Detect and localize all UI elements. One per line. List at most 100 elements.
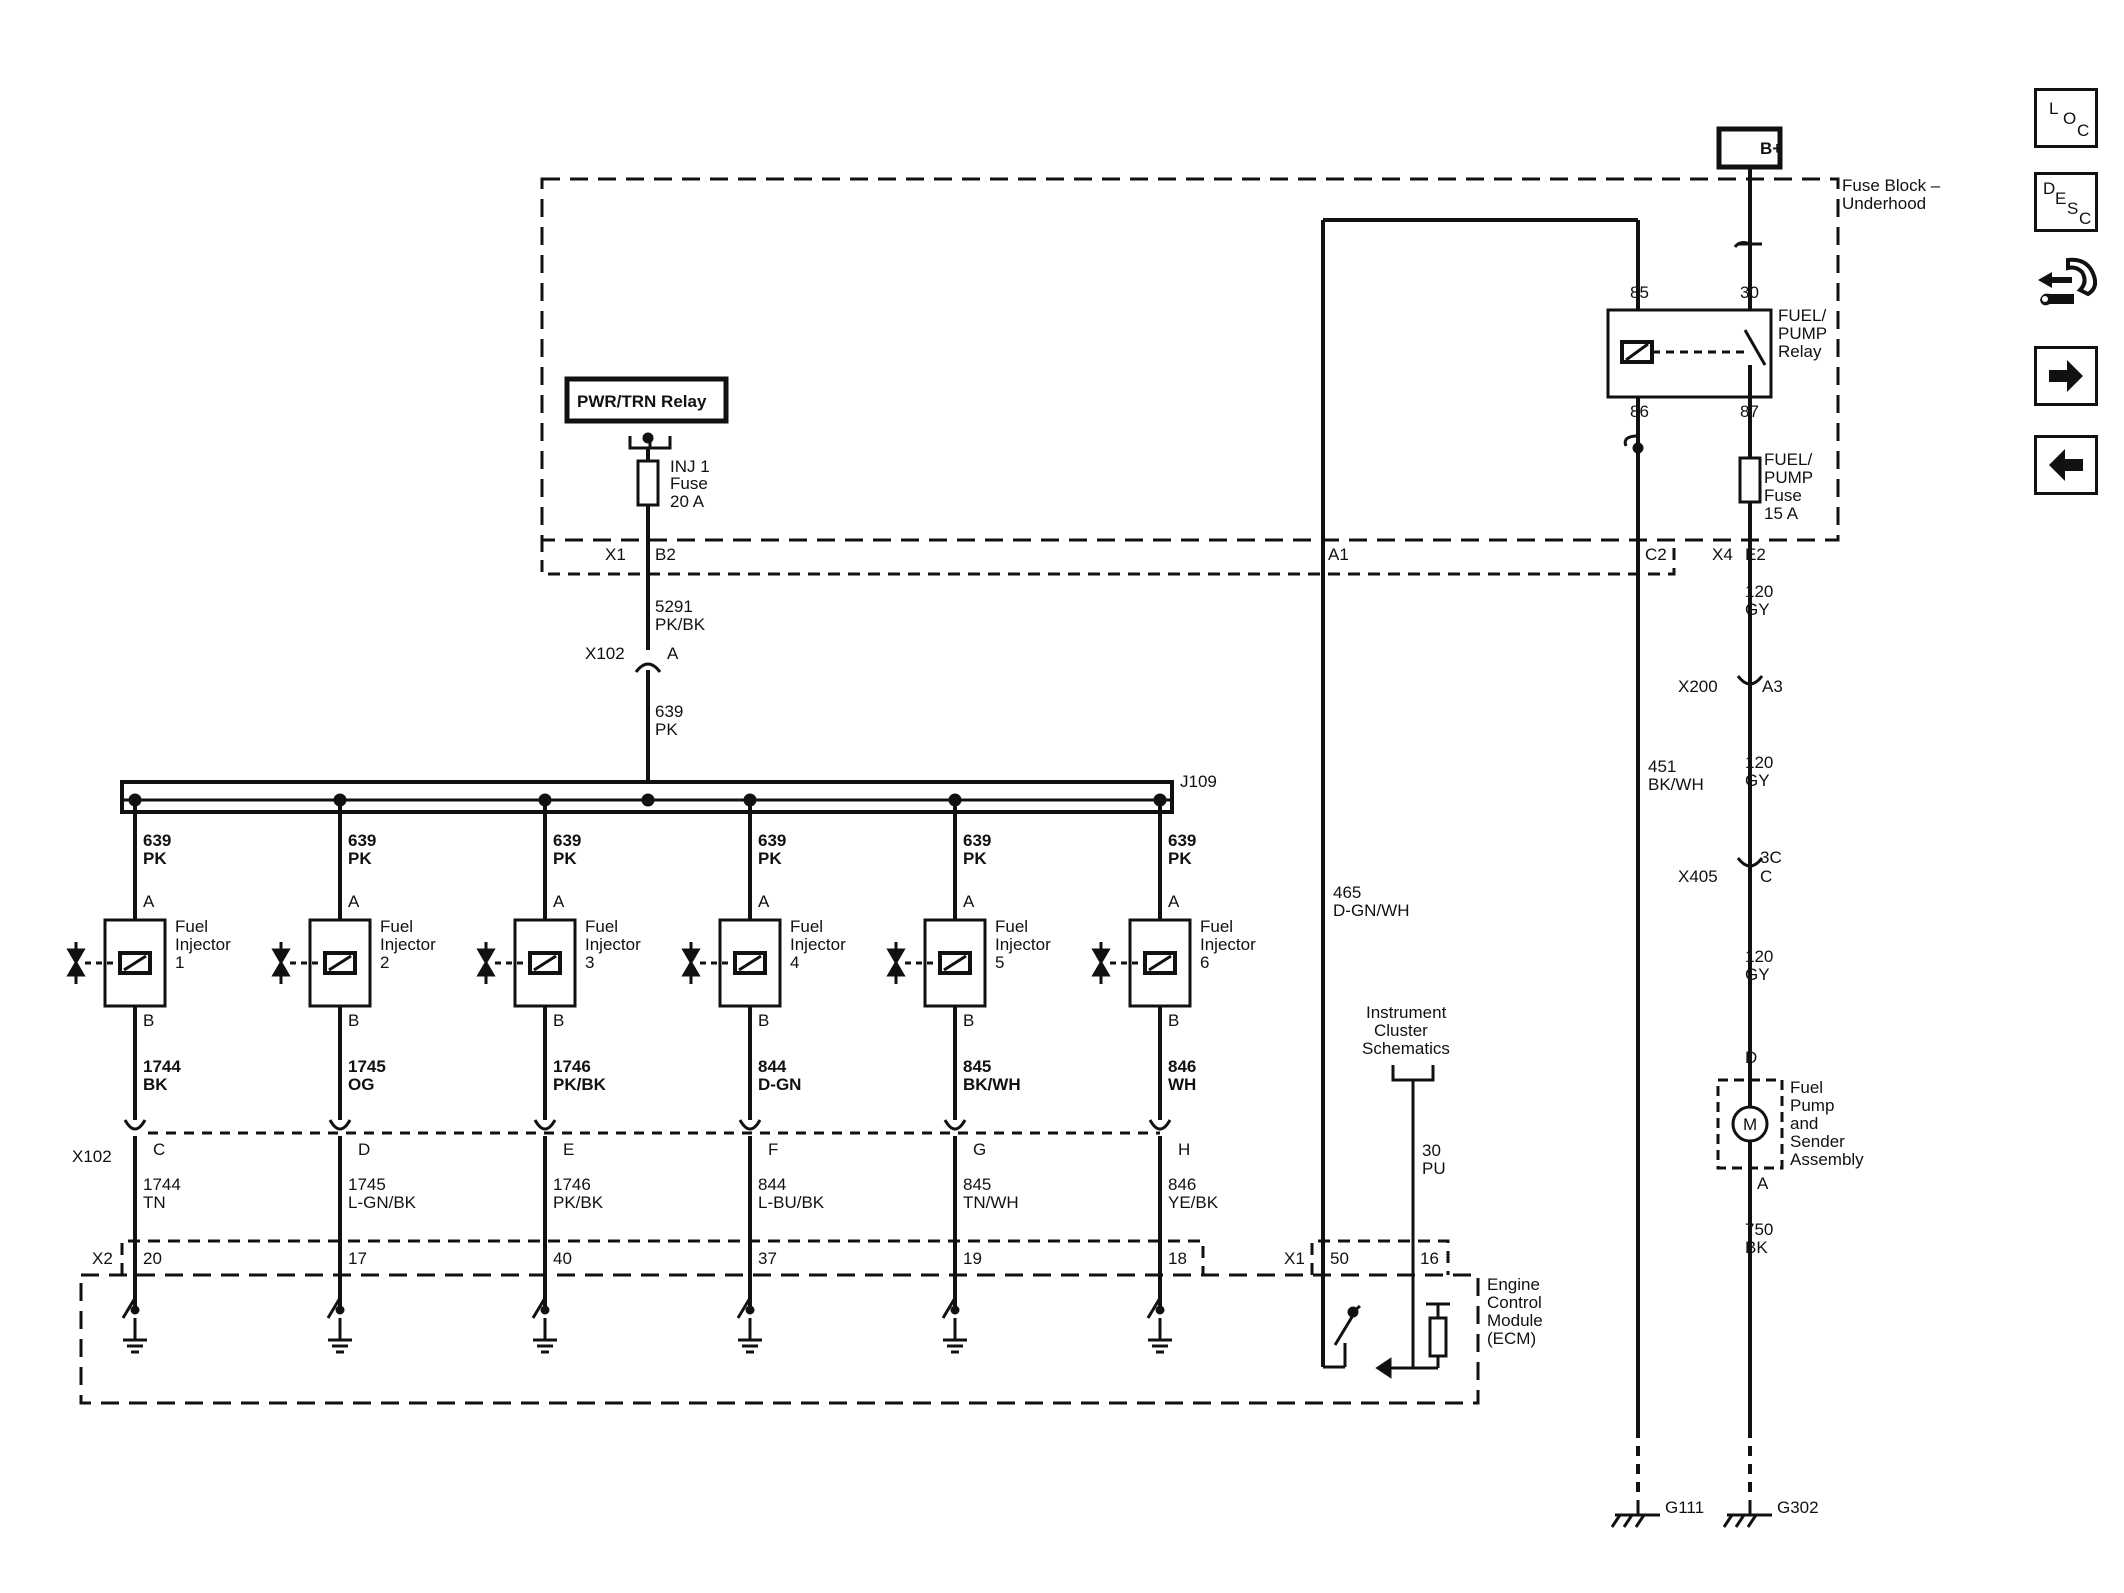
- injector-2-connector-pin: D: [358, 1140, 370, 1159]
- injector-1-top-wire-color: PK: [143, 849, 167, 868]
- x102-connector-a: [634, 662, 662, 673]
- b-plus-label: B+: [1760, 139, 1782, 158]
- fuel-pump-label-line1: Fuel: [1790, 1078, 1823, 1097]
- wire-30-number: 30: [1422, 1141, 1441, 1160]
- pwr-trn-relay-box: [564, 376, 729, 424]
- fuel-pump-pin-a-label: A: [1757, 1174, 1769, 1193]
- description-button[interactable]: D E S C: [2034, 172, 2098, 232]
- wire-750-color: BK: [1745, 1238, 1768, 1257]
- wire-5291-number: 5291: [655, 597, 693, 616]
- fuel-injector-1: [66, 793, 167, 1354]
- injector-4-name: Fuel: [790, 917, 823, 936]
- injector-2-mid-wire-color: OG: [348, 1075, 374, 1094]
- next-page-button[interactable]: [2034, 346, 2098, 406]
- injector-5-pin-a: A: [963, 892, 975, 911]
- injector-3-pin-b: B: [553, 1011, 564, 1030]
- injector-4-mid-wire-color: D-GN: [758, 1075, 801, 1094]
- previous-page-button[interactable]: [2034, 435, 2098, 495]
- instrument-cluster-label-line1: Instrument: [1366, 1003, 1447, 1022]
- x102-pin-a-label: A: [667, 644, 679, 663]
- diagnostic-procedure-button[interactable]: [2032, 252, 2102, 318]
- wire-5291-color: PK/BK: [655, 615, 706, 634]
- wire-30-color: PU: [1422, 1159, 1446, 1178]
- injector-6-mid-wire-color: WH: [1168, 1075, 1196, 1094]
- injector-5-top-wire-color: PK: [963, 849, 987, 868]
- injector-3-pin-a: A: [553, 892, 565, 911]
- wire-451-number: 451: [1648, 757, 1676, 776]
- arrow-right-icon: [2049, 360, 2083, 392]
- pin-87-label: 87: [1740, 402, 1759, 421]
- desc-letter-s: S: [2067, 199, 2079, 218]
- desc-letter-c: C: [2079, 209, 2092, 228]
- injector-6-name: Fuel: [1200, 917, 1233, 936]
- inj1-fuse-label-line1: INJ 1: [670, 457, 710, 476]
- injector-3-top-wire-number: 639: [553, 831, 581, 850]
- inj1-fuse-label-line2: Fuse: [670, 474, 708, 493]
- injector-5-bottom-wire-number: 845: [963, 1175, 991, 1194]
- ecm-label-line4: (ECM): [1487, 1329, 1536, 1348]
- fuse-block-label-line2: Underhood: [1842, 194, 1926, 213]
- pin-30-label: 30: [1740, 283, 1759, 302]
- injector-3-mid-wire-color: PK/BK: [553, 1075, 607, 1094]
- injector-4-bottom-wire-number: 844: [758, 1175, 786, 1194]
- injector-2-index: 2: [380, 953, 389, 972]
- wire-120-b-color: GY: [1745, 771, 1770, 790]
- injector-1-bottom-wire-number: 1744: [143, 1175, 181, 1194]
- pin-e2-label: E2: [1745, 545, 1766, 564]
- ecm-pullup-resistor: [1428, 1316, 1448, 1358]
- x2-connector-strip: [120, 1239, 1205, 1275]
- instrument-cluster-label-line3: Schematics: [1362, 1039, 1450, 1058]
- injector-5-connector-pin: G: [973, 1140, 986, 1159]
- injector-3-index: 3: [585, 953, 594, 972]
- ecm-label-line1: Engine: [1487, 1275, 1540, 1294]
- location-button[interactable]: L O C: [2034, 88, 2098, 148]
- injector-2-ecm-pin: 17: [348, 1249, 367, 1268]
- fuel-injector-3: [476, 793, 577, 1354]
- fuel-pump-pin-d-label: D: [1745, 1048, 1757, 1067]
- pin-a3-label: A3: [1762, 677, 1783, 696]
- fuel-injector-5: [886, 793, 987, 1354]
- loc-letter-o: O: [2063, 109, 2077, 128]
- fuel-pump-fuse-label-line2: PUMP: [1764, 468, 1813, 487]
- injector-3-name2: Injector: [585, 935, 641, 954]
- wire-639-color: PK: [655, 720, 678, 739]
- injector-3-ecm-pin: 40: [553, 1249, 572, 1268]
- injector-4-top-wire-color: PK: [758, 849, 782, 868]
- instrument-cluster-label-line2: Cluster: [1374, 1021, 1428, 1040]
- injector-1-top-wire-number: 639: [143, 831, 171, 850]
- injector-6-index: 6: [1200, 953, 1209, 972]
- wire-120-a-number: 120: [1745, 582, 1773, 601]
- fuse-block-outline: [540, 177, 1840, 542]
- fuel-pump-fuse-label-line3: Fuse: [1764, 486, 1802, 505]
- injector-3-top-wire-color: PK: [553, 849, 577, 868]
- desc-letter-e: E: [2055, 189, 2067, 208]
- injector-body: [1128, 918, 1192, 1008]
- injector-3-connector-pin: E: [563, 1140, 574, 1159]
- fuel-pump-relay-label-line3: Relay: [1778, 342, 1822, 361]
- injector-body: [718, 918, 782, 1008]
- wire-451-color: BK/WH: [1648, 775, 1704, 794]
- injector-5-top-wire-number: 639: [963, 831, 991, 850]
- injector-2-pin-a: A: [348, 892, 360, 911]
- x200-label: X200: [1678, 677, 1718, 696]
- injector-5-mid-wire-number: 845: [963, 1057, 991, 1076]
- ecm-pin-50-label: 50: [1330, 1249, 1349, 1268]
- injector-1-index: 1: [175, 953, 184, 972]
- injector-1-ecm-pin: 20: [143, 1249, 162, 1268]
- injector-6-connector-pin: H: [1178, 1140, 1190, 1159]
- pwr-trn-relay-label: PWR/TRN Relay: [577, 392, 707, 411]
- arrow-left-icon: [2049, 449, 2083, 481]
- wire-639-number: 639: [655, 702, 683, 721]
- wire-120-b-number: 120: [1745, 753, 1773, 772]
- injector-5-pin-b: B: [963, 1011, 974, 1030]
- fuel-pump-fuse: [1738, 456, 1762, 504]
- injector-2-mid-wire-number: 1745: [348, 1057, 386, 1076]
- ecm-x2-label: X2: [92, 1249, 113, 1268]
- loc-letter-l: L: [2049, 99, 2059, 118]
- instrument-cluster-bracket: [1391, 1065, 1435, 1368]
- fuel-pump-label-line3: and: [1790, 1114, 1818, 1133]
- injector-1-mid-wire-color: BK: [143, 1075, 168, 1094]
- x1-connector-strip: [1310, 1239, 1450, 1275]
- injector-5-index: 5: [995, 953, 1004, 972]
